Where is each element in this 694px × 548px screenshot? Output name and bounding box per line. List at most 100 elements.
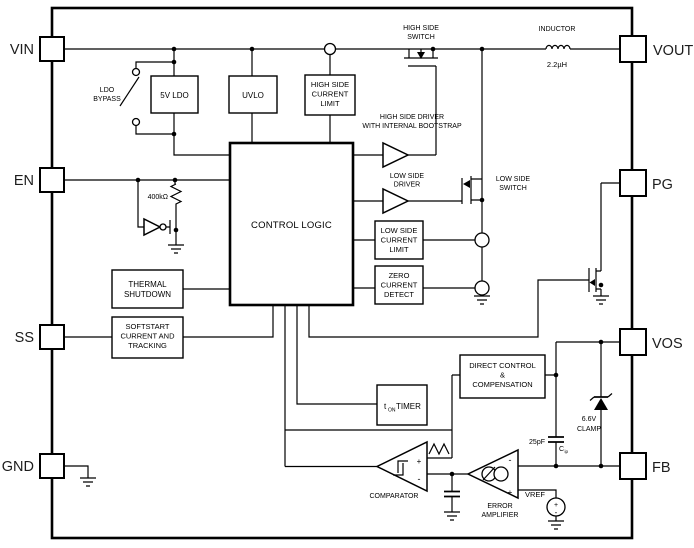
pin-pg (619, 169, 647, 197)
ground-icon (444, 511, 460, 521)
block-direct-control (459, 354, 546, 399)
vref-plus: + (554, 502, 558, 509)
pin-vos (619, 328, 647, 356)
zener-tails (589, 393, 613, 401)
hs-switch-arrow (417, 52, 425, 59)
label-control-logic: CONTROL LOGIC (251, 220, 332, 231)
hs-driver-icon (382, 141, 410, 169)
wire-vref (518, 489, 557, 521)
comparator-minus: - (418, 474, 421, 484)
ground-icon (80, 477, 96, 487)
block-softstart (111, 316, 184, 359)
label-zero-current: ZERO (389, 271, 410, 280)
label-clamp: 6.6V (582, 416, 597, 423)
pin-label-ss: SS (15, 330, 34, 346)
label-ls-switch: LOW SIDE (496, 176, 531, 183)
vref-minus: - (555, 508, 558, 517)
wire-en-inverter (137, 180, 144, 228)
wire-comparator-out (284, 305, 377, 468)
label-clamp: CLAMP (577, 426, 601, 433)
label-hs-limit: HIGH SIDE (311, 80, 349, 89)
label-error-amp: ERROR (487, 503, 512, 510)
sawtooth-icon (428, 442, 450, 456)
label-ldo-bypass: BYPASS (93, 96, 121, 103)
comparator-icon (375, 440, 428, 493)
label-uvlo: UVLO (242, 91, 264, 100)
pin-en (39, 167, 65, 193)
wire-ramp (285, 374, 460, 459)
block-ls-current-limit (374, 220, 424, 260)
vref-source-icon (546, 497, 566, 517)
label-inductor: INDUCTOR (539, 26, 576, 33)
ls-limit-sense-circle (474, 232, 490, 248)
label-softstart: SOFTSTART (126, 322, 170, 331)
pin-label-pg: PG (652, 177, 673, 193)
pin-label-fb: FB (652, 460, 671, 476)
label-direct-control: COMPENSATION (472, 380, 532, 389)
polarity-signs: + - - + + - (417, 455, 558, 517)
wire-pg-gate (308, 279, 589, 338)
pg-fet-body (588, 182, 620, 296)
label-hs-switch: HIGH SIDE (403, 25, 439, 32)
label-hs-limit: CURRENT (312, 90, 349, 99)
label-hs-driver: HIGH SIDE DRIVER (380, 114, 444, 121)
label-error-amp: AMPLIFIER (482, 512, 519, 519)
label-timer-t: t (384, 402, 387, 411)
label-cap-name: C (559, 446, 564, 453)
hysteresis-icon (393, 460, 408, 476)
error-amp-minus: - (509, 455, 512, 465)
wire-softstart (183, 305, 274, 338)
device-outline (50, 6, 634, 540)
block-thermal-shutdown (111, 269, 184, 309)
pin-label-vout: VOUT (653, 43, 693, 59)
label-direct-control: DIRECT CONTROL (469, 361, 536, 370)
block-uvlo (228, 75, 278, 114)
label-ls-switch: SWITCH (499, 185, 527, 192)
pin-vout (619, 35, 647, 63)
pin-label-vin: VIN (10, 42, 34, 58)
wire-timer (296, 305, 377, 405)
en-fet-body (166, 218, 177, 245)
feedforward-cap-icon (548, 436, 564, 443)
label-hs-switch: SWITCH (407, 34, 435, 41)
pin-labels: VIN EN SS GND VOUT PG VOS FB (2, 42, 694, 476)
label-inductance: 2.2µH (547, 60, 567, 69)
pin-label-en: EN (14, 173, 34, 189)
label-ls-driver: LOW SIDE (390, 173, 425, 180)
junction-dots (135, 46, 604, 477)
label-ls-limit: CURRENT (381, 236, 418, 245)
label-ls-limit: LOW SIDE (381, 226, 418, 235)
label-zero-current: CURRENT (381, 281, 418, 290)
component-labels: HIGH SIDE SWITCH LOW SIDE SWITCH HIGH SI… (93, 25, 601, 519)
ground-icon (474, 295, 490, 305)
label-timer-sub: ON (388, 408, 396, 414)
label-softstart: CURRENT AND (120, 332, 175, 341)
bypass-switch-contact (131, 117, 141, 127)
ls-switch-arrow (463, 180, 470, 188)
zener-diode-icon (594, 398, 608, 410)
ground-icon (548, 520, 564, 530)
label-en-resistor: 400kΩ (148, 194, 168, 201)
ground-icon (593, 295, 609, 305)
ls-switch-body (461, 176, 482, 204)
block-hs-current-limit (304, 74, 356, 116)
block-control-logic (228, 141, 355, 307)
en-resistor-zigzag (169, 180, 183, 218)
wire-ldo-out (173, 113, 230, 156)
label-thermal: THERMAL (128, 280, 167, 289)
label-comparator: COMPARATOR (369, 493, 418, 500)
label-cap-value: 25pF (529, 439, 545, 446)
gm-symbol-arrow (482, 466, 496, 481)
pin-label-vos: VOS (652, 336, 683, 352)
label-hs-driver: WITH INTERNAL BOOTSTRAP (362, 123, 462, 130)
label-ls-limit: LIMIT (389, 245, 409, 254)
label-vref: VREF (525, 490, 545, 499)
vin-current-sense-circle (323, 42, 337, 56)
ground-icon (168, 244, 184, 254)
wire-gnd (64, 465, 89, 478)
pg-fet-arrow (589, 279, 595, 286)
en-inverter-icon (143, 217, 162, 237)
wire-bypass-top (135, 61, 174, 69)
